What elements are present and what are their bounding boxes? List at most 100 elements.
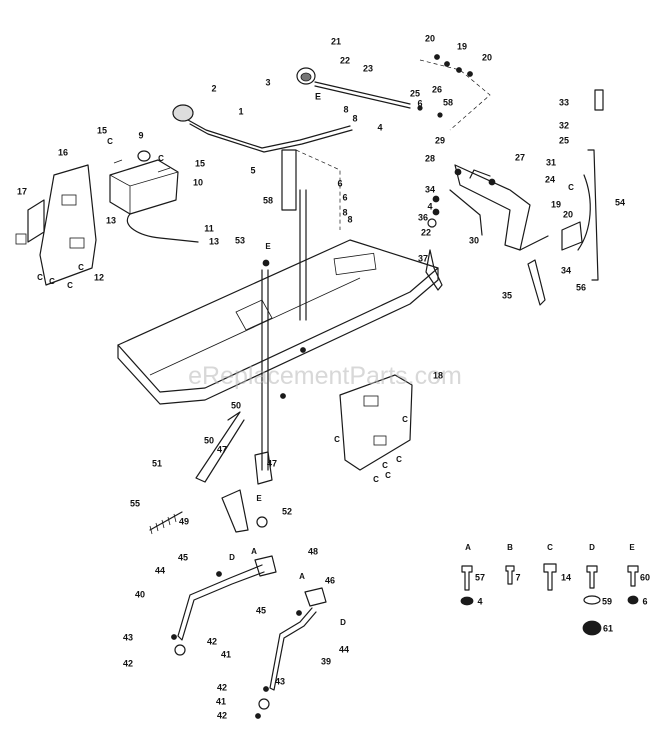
part-number-callout: 36 bbox=[418, 212, 428, 222]
reference-letter: A bbox=[299, 572, 305, 581]
part-number-callout: 13 bbox=[209, 236, 219, 246]
reference-letter: D bbox=[340, 618, 346, 627]
part-number-callout: 31 bbox=[546, 157, 556, 167]
part-number-callout: 55 bbox=[130, 498, 140, 508]
shift-lever bbox=[172, 104, 353, 153]
vertical-rods bbox=[261, 149, 341, 471]
part-number-callout: 40 bbox=[135, 589, 145, 599]
lever-arm-40 bbox=[171, 555, 277, 656]
reference-letter: C bbox=[382, 461, 388, 470]
part-number-callout: 22 bbox=[340, 55, 350, 65]
reference-letter: D bbox=[229, 553, 235, 562]
part-number-callout: 6 bbox=[642, 596, 647, 606]
part-number-callout: 20 bbox=[425, 33, 435, 43]
reference-letter: E bbox=[629, 543, 635, 552]
part-number-callout: 47 bbox=[267, 458, 277, 468]
part-number-callout: 57 bbox=[475, 572, 485, 582]
part-number-callout: 25 bbox=[410, 88, 420, 98]
part-number-callout: 28 bbox=[425, 153, 435, 163]
part-number-callout: 46 bbox=[325, 575, 335, 585]
reference-letter: C bbox=[158, 154, 164, 163]
part-number-callout: 61 bbox=[603, 623, 613, 633]
part-number-callout: 6 bbox=[337, 178, 342, 188]
chassis-frame bbox=[117, 239, 439, 405]
part-number-callout: 8 bbox=[352, 113, 357, 123]
reference-letter: C bbox=[402, 415, 408, 424]
reference-letter: E bbox=[265, 242, 271, 251]
part-number-callout: 6 bbox=[417, 98, 422, 108]
reference-letter: C bbox=[78, 263, 84, 272]
part-number-callout: 42 bbox=[207, 636, 217, 646]
part-number-callout: 54 bbox=[615, 197, 625, 207]
part-number-callout: 42 bbox=[123, 658, 133, 668]
part-number-callout: 58 bbox=[443, 97, 453, 107]
reference-letter: C bbox=[107, 137, 113, 146]
part-number-callout: 35 bbox=[502, 290, 512, 300]
part-number-callout: 32 bbox=[559, 120, 569, 130]
part-number-callout: 5 bbox=[250, 165, 255, 175]
watermark-text: eReplacementParts.com bbox=[188, 362, 462, 390]
part-number-callout: 2 bbox=[211, 83, 216, 93]
part-number-callout: 44 bbox=[339, 644, 349, 654]
part-number-callout: 3 bbox=[265, 77, 270, 87]
part-number-callout: 59 bbox=[602, 596, 612, 606]
reference-letter: C bbox=[67, 281, 73, 290]
part-number-callout: 20 bbox=[563, 209, 573, 219]
reference-letter: D bbox=[589, 543, 595, 552]
reference-letter: C bbox=[547, 543, 553, 552]
part-number-callout: 6 bbox=[342, 192, 347, 202]
reference-letter: A bbox=[251, 547, 257, 556]
part-number-callout: 18 bbox=[433, 370, 443, 380]
part-number-callout: 44 bbox=[155, 565, 165, 575]
part-number-callout: 43 bbox=[123, 632, 133, 642]
fastener-legend bbox=[460, 563, 639, 636]
part-number-callout: 21 bbox=[331, 36, 341, 46]
part-number-callout: 13 bbox=[106, 215, 116, 225]
part-number-callout: 10 bbox=[193, 177, 203, 187]
part-number-callout: 45 bbox=[256, 605, 266, 615]
part-number-callout: 29 bbox=[435, 135, 445, 145]
reference-letter: A bbox=[465, 543, 471, 552]
part-number-callout: 37 bbox=[418, 253, 428, 263]
reference-letter: C bbox=[49, 277, 55, 286]
part-number-callout: 24 bbox=[545, 174, 555, 184]
reference-letter: C bbox=[568, 183, 574, 192]
part-number-callout: 34 bbox=[561, 265, 571, 275]
part-number-callout: 20 bbox=[482, 52, 492, 62]
part-number-callout: 4 bbox=[477, 596, 482, 606]
part-number-callout: 52 bbox=[282, 506, 292, 516]
control-rod bbox=[296, 54, 491, 131]
part-number-callout: 8 bbox=[347, 214, 352, 224]
part-number-callout: 49 bbox=[179, 516, 189, 526]
part-number-callout: 41 bbox=[216, 696, 226, 706]
reference-letter: E bbox=[256, 494, 262, 503]
part-number-callout: 14 bbox=[561, 572, 571, 582]
part-number-callout: 42 bbox=[217, 710, 227, 720]
part-number-callout: 27 bbox=[515, 152, 525, 162]
part-number-callout: 23 bbox=[363, 63, 373, 73]
part-number-callout: 4 bbox=[427, 201, 432, 211]
reference-letter: C bbox=[37, 273, 43, 282]
reference-letter: C bbox=[385, 471, 391, 480]
part-number-callout: 12 bbox=[94, 272, 104, 282]
watermark-layer: eReplacementParts.com bbox=[188, 362, 462, 390]
part-number-callout: 22 bbox=[421, 227, 431, 237]
reference-letter: C bbox=[396, 455, 402, 464]
part-number-callout: 4 bbox=[377, 122, 382, 132]
part-number-callout: 8 bbox=[343, 104, 348, 114]
part-number-callout: 9 bbox=[138, 130, 143, 140]
part-number-callout: 50 bbox=[204, 435, 214, 445]
reference-letter: C bbox=[373, 475, 379, 484]
part-number-callout: 50 bbox=[231, 400, 241, 410]
part-number-callout: 51 bbox=[152, 458, 162, 468]
part-number-callout: 15 bbox=[195, 158, 205, 168]
part-number-callout: 26 bbox=[432, 84, 442, 94]
part-number-callout: 19 bbox=[551, 199, 561, 209]
part-number-callout: 7 bbox=[515, 572, 520, 582]
left-side-panel bbox=[15, 164, 97, 286]
fuel-tank bbox=[109, 150, 199, 243]
part-number-callout: 30 bbox=[469, 235, 479, 245]
